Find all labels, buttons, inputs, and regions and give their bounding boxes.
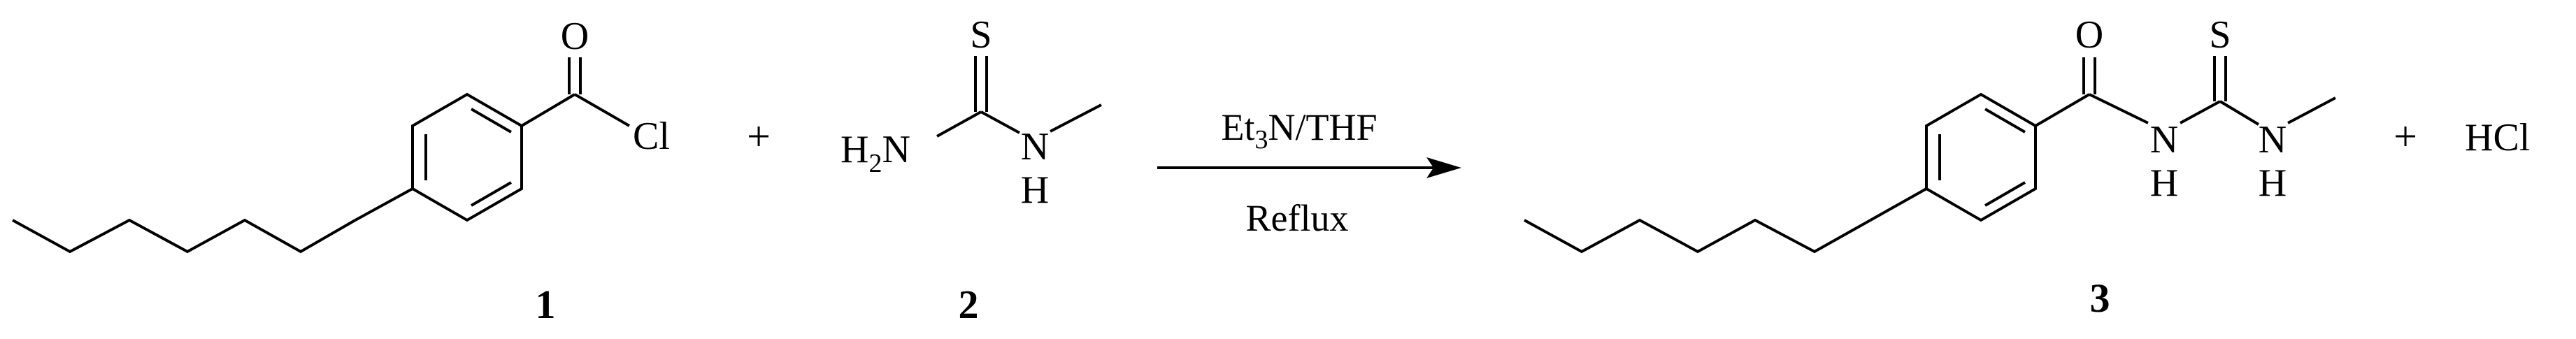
compound-1-benzene-ring (411, 92, 523, 222)
compound-2-amine-n: N (882, 128, 910, 171)
compound-2-amide-n: N (1021, 125, 1049, 168)
plus-sign-1: + (747, 113, 771, 159)
compound-2-number: 2 (959, 282, 979, 327)
compound-3-n1: N (2150, 118, 2178, 161)
compound-3-h1: H (2150, 161, 2178, 205)
compound-3-n2: N (2259, 118, 2287, 161)
compound-1-structure: O Cl 1 (12, 15, 670, 327)
compound-3-number: 3 (2090, 275, 2110, 321)
compound-2-amine-subscript: 2 (868, 149, 882, 178)
compound-1-chlorine: Cl (633, 115, 670, 158)
compound-2-sulfur: S (970, 13, 992, 57)
compound-1-hexyl-chain (12, 218, 356, 254)
conditions-above-arrow: Et3N/THF (1221, 106, 1377, 154)
conditions-above-subscript: 3 (1254, 125, 1268, 154)
compound-3-sulfur: S (2209, 13, 2231, 57)
compound-3-ring-inner-bonds (1938, 108, 2026, 207)
compound-3-h2: H (2259, 161, 2287, 205)
compound-3-benzene-ring (1925, 92, 2037, 222)
conditions-above-prefix: Et (1221, 106, 1254, 148)
compound-3-oxygen: O (2075, 13, 2103, 57)
compound-2-amine-h: H (840, 128, 868, 171)
compound-3-structure: O N H S N H 3 (1524, 13, 2336, 321)
compound-1-ring-inner-bonds (424, 108, 513, 207)
compound-3-hexyl-chain (1524, 218, 1871, 254)
compound-2-structure: S H2N N H 2 (840, 13, 1102, 327)
compound-1-number: 1 (536, 282, 556, 327)
plus-sign-2: + (2393, 113, 2417, 159)
compound-1-oxygen: O (561, 15, 589, 58)
reaction-arrow: Et3N/THF Reflux (1157, 106, 1461, 239)
arrow-head (1426, 157, 1461, 178)
byproduct-hcl: HCl (2465, 116, 2530, 159)
conditions-below-arrow: Reflux (1246, 197, 1349, 239)
conditions-above-suffix: N/THF (1268, 106, 1377, 148)
compound-2-amide-h: H (1021, 168, 1049, 212)
compound-2-amine-group: H2N (840, 128, 910, 178)
